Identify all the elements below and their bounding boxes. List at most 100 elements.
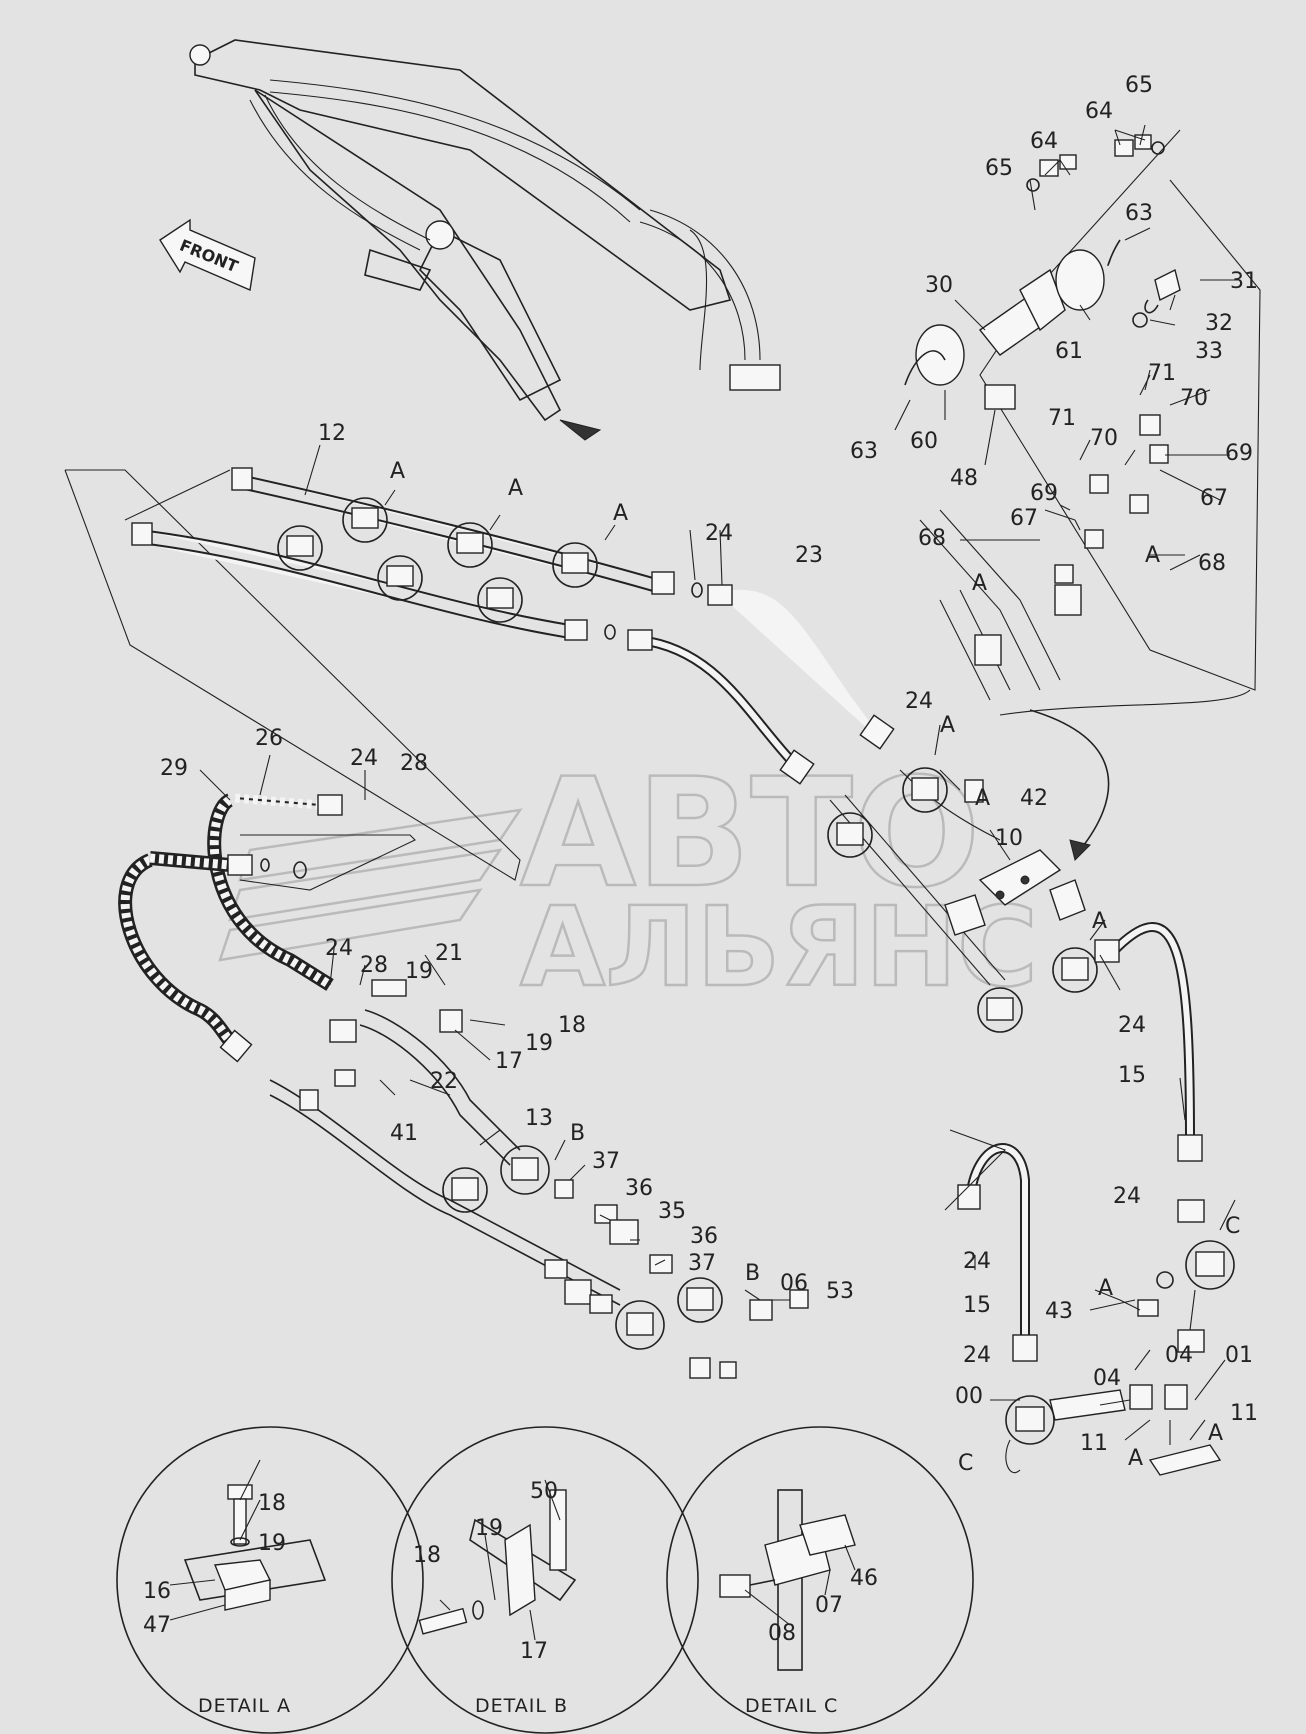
- callout-24: 24: [705, 521, 733, 546]
- detail-a-callout-16: 16: [143, 1579, 171, 1604]
- callout-a: A: [1128, 1446, 1143, 1471]
- detail-c-callout-46: 46: [850, 1566, 878, 1591]
- callout-12: 12: [318, 421, 346, 446]
- callout-64: 64: [1085, 99, 1113, 124]
- front-arrow-icon: FRONT: [159, 218, 256, 292]
- callout-15: 15: [963, 1293, 991, 1318]
- callout-64: 64: [1030, 129, 1058, 154]
- callout-28: 28: [400, 751, 428, 776]
- detail-b-callout-50: 50: [530, 1479, 558, 1504]
- callout-a: A: [975, 786, 990, 811]
- callout-04: 04: [1165, 1343, 1193, 1368]
- callout-67: 67: [1200, 486, 1228, 511]
- detail-c-callout-07: 07: [815, 1593, 843, 1618]
- detail-a-caption: DETAIL A: [198, 1695, 291, 1717]
- callout-68: 68: [918, 526, 946, 551]
- detail-c: [666, 1426, 974, 1734]
- callout-b: B: [570, 1121, 585, 1146]
- detail-captions: DETAIL A DETAIL B DETAIL C: [198, 1695, 838, 1717]
- callout-a: A: [1208, 1421, 1223, 1446]
- detail-b-callout-19: 19: [475, 1516, 503, 1541]
- callout-35: 35: [658, 1199, 686, 1224]
- callout-labels: 12 A A A 24 23 26 29 24 28 24 28 21 19 1…: [143, 73, 1258, 1664]
- callout-24: 24: [963, 1249, 991, 1274]
- callout-42: 42: [1020, 786, 1048, 811]
- callout-71: 71: [1148, 361, 1176, 386]
- callout-29: 29: [160, 756, 188, 781]
- callout-a: A: [1092, 909, 1107, 934]
- top-right-exploded-assembly: [904, 129, 1261, 701]
- lower-left-hose-assembly: [118, 793, 809, 1379]
- callout-69: 69: [1225, 441, 1253, 466]
- callout-30: 30: [925, 273, 953, 298]
- callout-c: C: [958, 1451, 973, 1476]
- callout-c: C: [1225, 1214, 1240, 1239]
- callout-24: 24: [905, 689, 933, 714]
- callout-b: B: [745, 1261, 760, 1286]
- callout-61: 61: [1055, 339, 1083, 364]
- callout-31: 31: [1230, 269, 1258, 294]
- callout-65: 65: [1125, 73, 1153, 98]
- leader-lines: [169, 124, 1240, 1641]
- callout-41: 41: [390, 1121, 418, 1146]
- callout-a: A: [940, 713, 955, 738]
- callout-a: A: [1098, 1276, 1113, 1301]
- callout-68: 68: [1198, 551, 1226, 576]
- detail-a-callout-18: 18: [258, 1491, 286, 1516]
- detail-b: [391, 1426, 699, 1734]
- callout-a: A: [972, 571, 987, 596]
- callout-36: 36: [625, 1176, 653, 1201]
- excavator-boom-illustration: [189, 39, 781, 441]
- callout-70: 70: [1090, 426, 1118, 451]
- callout-63: 63: [1125, 201, 1153, 226]
- callout-19: 19: [525, 1031, 553, 1056]
- callout-24: 24: [350, 746, 378, 771]
- callout-69: 69: [1030, 481, 1058, 506]
- callout-65: 65: [985, 156, 1013, 181]
- callout-22: 22: [430, 1069, 458, 1094]
- detail-b-callout-18: 18: [413, 1543, 441, 1568]
- callout-70: 70: [1180, 386, 1208, 411]
- callout-10: 10: [995, 826, 1023, 851]
- callout-37: 37: [688, 1251, 716, 1276]
- callout-43: 43: [1045, 1299, 1073, 1324]
- callout-21: 21: [435, 941, 463, 966]
- callout-00: 00: [955, 1384, 983, 1409]
- callout-11: 11: [1080, 1431, 1108, 1456]
- callout-53: 53: [826, 1279, 854, 1304]
- callout-11: 11: [1230, 1401, 1258, 1426]
- detail-c-caption: DETAIL C: [745, 1695, 838, 1717]
- callout-32: 32: [1205, 311, 1233, 336]
- callout-a: A: [613, 501, 628, 526]
- callout-24: 24: [325, 936, 353, 961]
- callout-24: 24: [1118, 1013, 1146, 1038]
- callout-06: 06: [780, 1271, 808, 1296]
- detail-a-callout-47: 47: [143, 1613, 171, 1638]
- callout-13: 13: [525, 1106, 553, 1131]
- callout-19: 19: [405, 959, 433, 984]
- callout-71: 71: [1048, 406, 1076, 431]
- callout-28: 28: [360, 953, 388, 978]
- callout-33: 33: [1195, 339, 1223, 364]
- callout-48: 48: [950, 466, 978, 491]
- upper-pipe-assembly: [64, 467, 895, 881]
- watermark-line1: АВТО: [520, 747, 980, 921]
- callout-37: 37: [592, 1149, 620, 1174]
- callout-67: 67: [1010, 506, 1038, 531]
- callout-15: 15: [1118, 1063, 1146, 1088]
- callout-a: A: [508, 476, 523, 501]
- callout-04: 04: [1093, 1366, 1121, 1391]
- callout-23: 23: [795, 543, 823, 568]
- detail-b-callout-17: 17: [520, 1639, 548, 1664]
- callout-a: A: [1145, 543, 1160, 568]
- callout-01: 01: [1225, 1343, 1253, 1368]
- callout-17: 17: [495, 1049, 523, 1074]
- detail-a-callout-19: 19: [258, 1531, 286, 1556]
- callout-18: 18: [558, 1013, 586, 1038]
- callout-36: 36: [690, 1224, 718, 1249]
- detail-c-callout-08: 08: [768, 1621, 796, 1646]
- callout-a: A: [390, 459, 405, 484]
- callout-63: 63: [850, 439, 878, 464]
